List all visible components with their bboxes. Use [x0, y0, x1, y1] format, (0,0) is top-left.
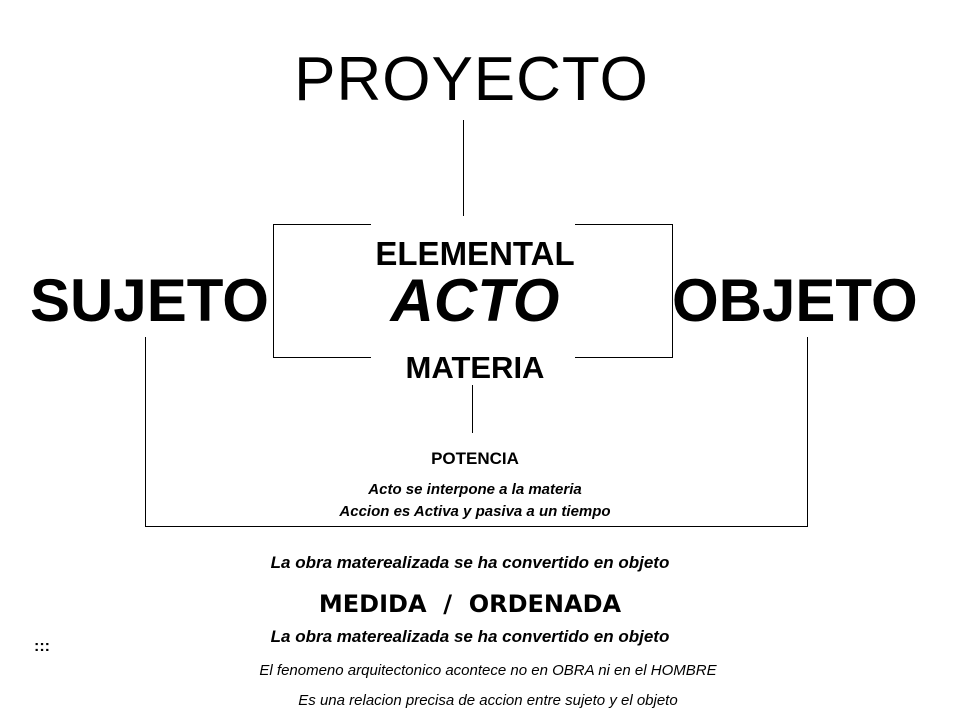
objeto-bracket-line	[807, 337, 808, 527]
frame-bottom-left-line	[273, 357, 371, 358]
potencia-line-2: Accion es Activa y pasiva a un tiempo	[339, 503, 611, 520]
potencia-line-1: Acto se interpone a la materia	[368, 481, 582, 498]
frame-top-left-line	[273, 224, 371, 225]
frame-bottom-right-line	[575, 357, 673, 358]
fenomeno-note: El fenomeno arquitectonico acontece no e…	[259, 662, 717, 679]
ellipsis-marker: :::	[34, 638, 50, 655]
materia-connector-line	[472, 385, 473, 433]
medida-ordenada-label: MEDIDA / ORDENADA	[318, 590, 622, 618]
sujeto-bracket-line	[145, 337, 146, 527]
frame-left-line	[273, 224, 274, 358]
materia-label: MATERIA	[405, 350, 545, 385]
objeto-label: OBJETO	[672, 267, 918, 334]
elemental-label: ELEMENTAL	[375, 235, 575, 272]
obra-note-2: La obra materealizada se ha convertido e…	[270, 627, 670, 646]
obra-note-1: La obra materealizada se ha convertido e…	[270, 553, 670, 572]
potencia-label: POTENCIA	[431, 449, 519, 468]
frame-top-right-line	[575, 224, 673, 225]
relacion-note: Es una relacion precisa de accion entre …	[298, 692, 678, 709]
acto-label: ACTO	[390, 267, 560, 334]
page-title: PROYECTO	[294, 45, 649, 114]
frame-right-line	[672, 224, 673, 358]
bracket-bottom-line	[145, 526, 808, 527]
title-connector-line	[463, 120, 464, 216]
sujeto-label: SUJETO	[30, 267, 269, 334]
